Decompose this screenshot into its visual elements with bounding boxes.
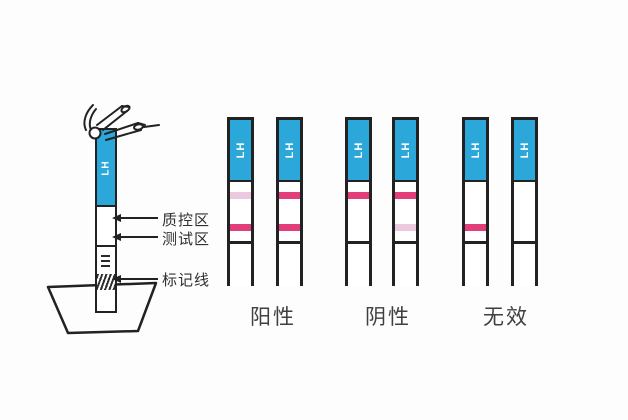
arrow-head-icon bbox=[112, 214, 121, 222]
strip-stem bbox=[395, 244, 416, 286]
specimen-cup-icon bbox=[46, 281, 158, 335]
test-strip: LH bbox=[462, 117, 489, 286]
strip-handle: LH bbox=[97, 130, 115, 207]
test-line bbox=[279, 224, 300, 231]
strip-brand-label: LH bbox=[352, 141, 365, 159]
result-label-negative: 阴性 bbox=[365, 306, 411, 329]
strip-brand-label: LH bbox=[100, 159, 112, 176]
strip-stem bbox=[279, 244, 300, 286]
strip-result-window bbox=[279, 182, 300, 244]
arrow-head-icon bbox=[112, 275, 121, 283]
test-zone-label: 测试区 bbox=[162, 231, 211, 248]
strip-stem bbox=[514, 244, 535, 286]
test-zone-arrow-icon bbox=[112, 233, 158, 241]
strip-handle: LH bbox=[395, 120, 416, 182]
test-strip: LH bbox=[392, 117, 419, 286]
result-label-invalid: 无效 bbox=[483, 306, 529, 329]
control-zone-label: 质控区 bbox=[162, 212, 211, 229]
strip-brand-label: LH bbox=[399, 141, 412, 159]
max-level-marks-icon bbox=[101, 255, 110, 269]
test-strip: LH bbox=[276, 117, 303, 286]
strip-brand-label: LH bbox=[518, 141, 531, 159]
control-line bbox=[279, 192, 300, 199]
arrow-shaft bbox=[120, 236, 158, 238]
strip-handle: LH bbox=[230, 120, 251, 182]
strip-handle: LH bbox=[348, 120, 369, 182]
strip-brand-label: LH bbox=[234, 141, 247, 159]
strip-brand-label: LH bbox=[469, 141, 482, 159]
strip-brand-label: LH bbox=[283, 141, 296, 159]
test-strip: LH bbox=[511, 117, 538, 286]
strip-result-window bbox=[465, 182, 486, 244]
strip-result-window bbox=[230, 182, 251, 244]
arrow-shaft bbox=[120, 217, 158, 219]
strip-result-window bbox=[97, 207, 115, 247]
test-line bbox=[230, 224, 251, 231]
strip-handle: LH bbox=[514, 120, 535, 182]
result-label-positive: 阳性 bbox=[250, 306, 296, 329]
control-line bbox=[230, 192, 251, 199]
strip-stem bbox=[230, 244, 251, 286]
strip-result-window bbox=[348, 182, 369, 244]
test-strip: LH bbox=[227, 117, 254, 286]
control-line bbox=[348, 192, 369, 199]
strip-handle: LH bbox=[465, 120, 486, 182]
control-line bbox=[395, 192, 416, 199]
strip-handle: LH bbox=[279, 120, 300, 182]
test-line bbox=[465, 224, 486, 231]
strip-stem bbox=[97, 247, 115, 311]
marker-line-arrow-icon bbox=[112, 275, 158, 283]
strip-stem bbox=[348, 244, 369, 286]
strip-result-window bbox=[514, 182, 535, 244]
arrow-head-icon bbox=[112, 233, 121, 241]
strip-stem bbox=[465, 244, 486, 286]
strip-result-window bbox=[395, 182, 416, 244]
hand-holding-strip-icon bbox=[83, 104, 160, 141]
marker-line-label: 标记线 bbox=[162, 272, 211, 289]
test-strip: LH bbox=[345, 117, 372, 286]
marker-line-scribble-icon bbox=[97, 274, 115, 290]
test-line bbox=[395, 224, 416, 231]
arrow-shaft bbox=[120, 278, 158, 280]
control-zone-arrow-icon bbox=[112, 214, 158, 222]
